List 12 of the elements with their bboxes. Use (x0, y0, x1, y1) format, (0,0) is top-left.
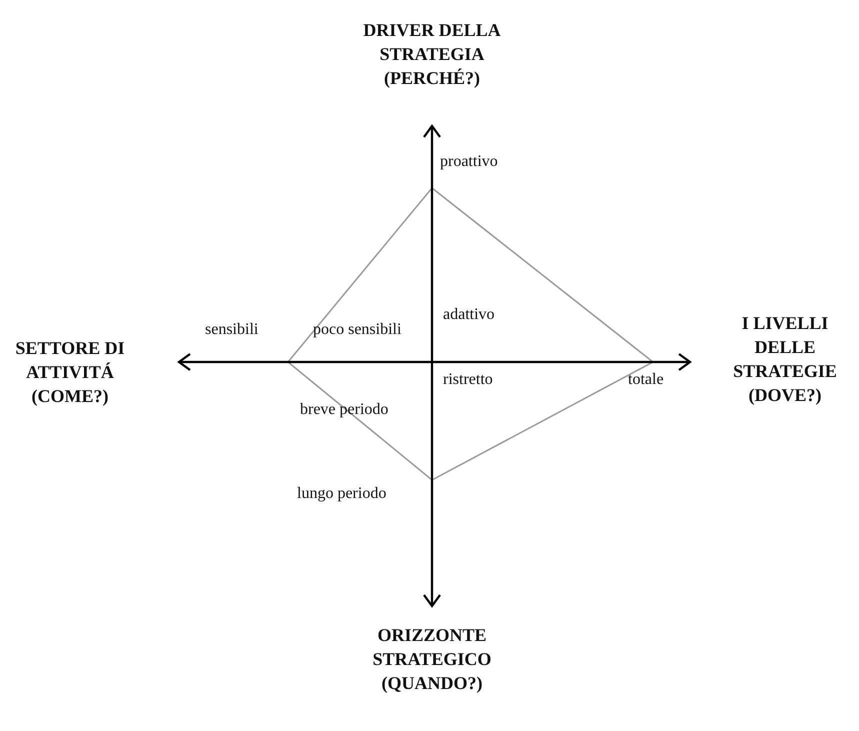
axis-value-label: lungo periodo (297, 484, 386, 504)
axis-title: SETTORE DI ATTIVITÁ (COME?) (14, 337, 126, 408)
axis-value-label: breve periodo (300, 400, 388, 420)
axis-title: ORIZZONTE STRATEGICO (QUANDO?) (372, 624, 492, 695)
axis-title: DRIVER DELLA STRATEGIA (PERCHÉ?) (362, 19, 502, 90)
axis-title: I LIVELLI DELLE STRATEGIE (DOVE?) (732, 312, 838, 407)
axis-value-label: totale (628, 370, 664, 390)
axis-value-label: proattivo (440, 152, 498, 172)
axis-value-label: adattivo (443, 305, 495, 325)
axis-value-label: sensibili (205, 320, 258, 340)
axis-value-label: ristretto (443, 370, 493, 390)
axis-value-label: poco sensibili (313, 320, 402, 340)
